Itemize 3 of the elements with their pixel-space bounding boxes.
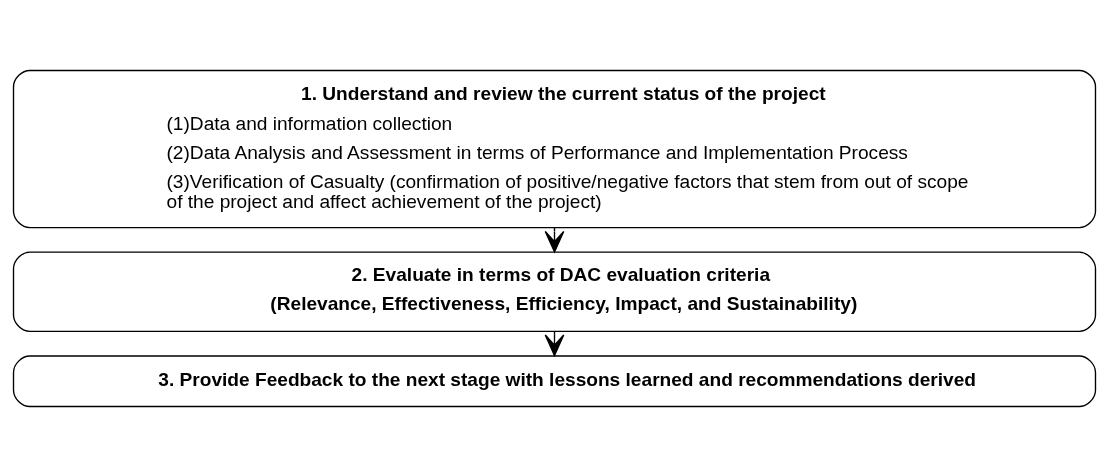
node-box: 2. Evaluate in terms of DAC evaluation criteria (Relevance, Effectiveness, Efficiency, Impact, and Sustainability) [12, 250, 1097, 332]
node-box: 1. Understand and review the current status of the project (1)Data and information collection (2)Data Analysis and Assessment in terms of Performance and Implementation Process (3)Verification of Casualty (confirmation of positive/negative factors that stem from out of scope of the project and affect achievement of the project) [12, 69, 1097, 228]
node-box: 3. Provide Feedback to the next stage with lessons learned and recommendations derived [12, 354, 1097, 407]
